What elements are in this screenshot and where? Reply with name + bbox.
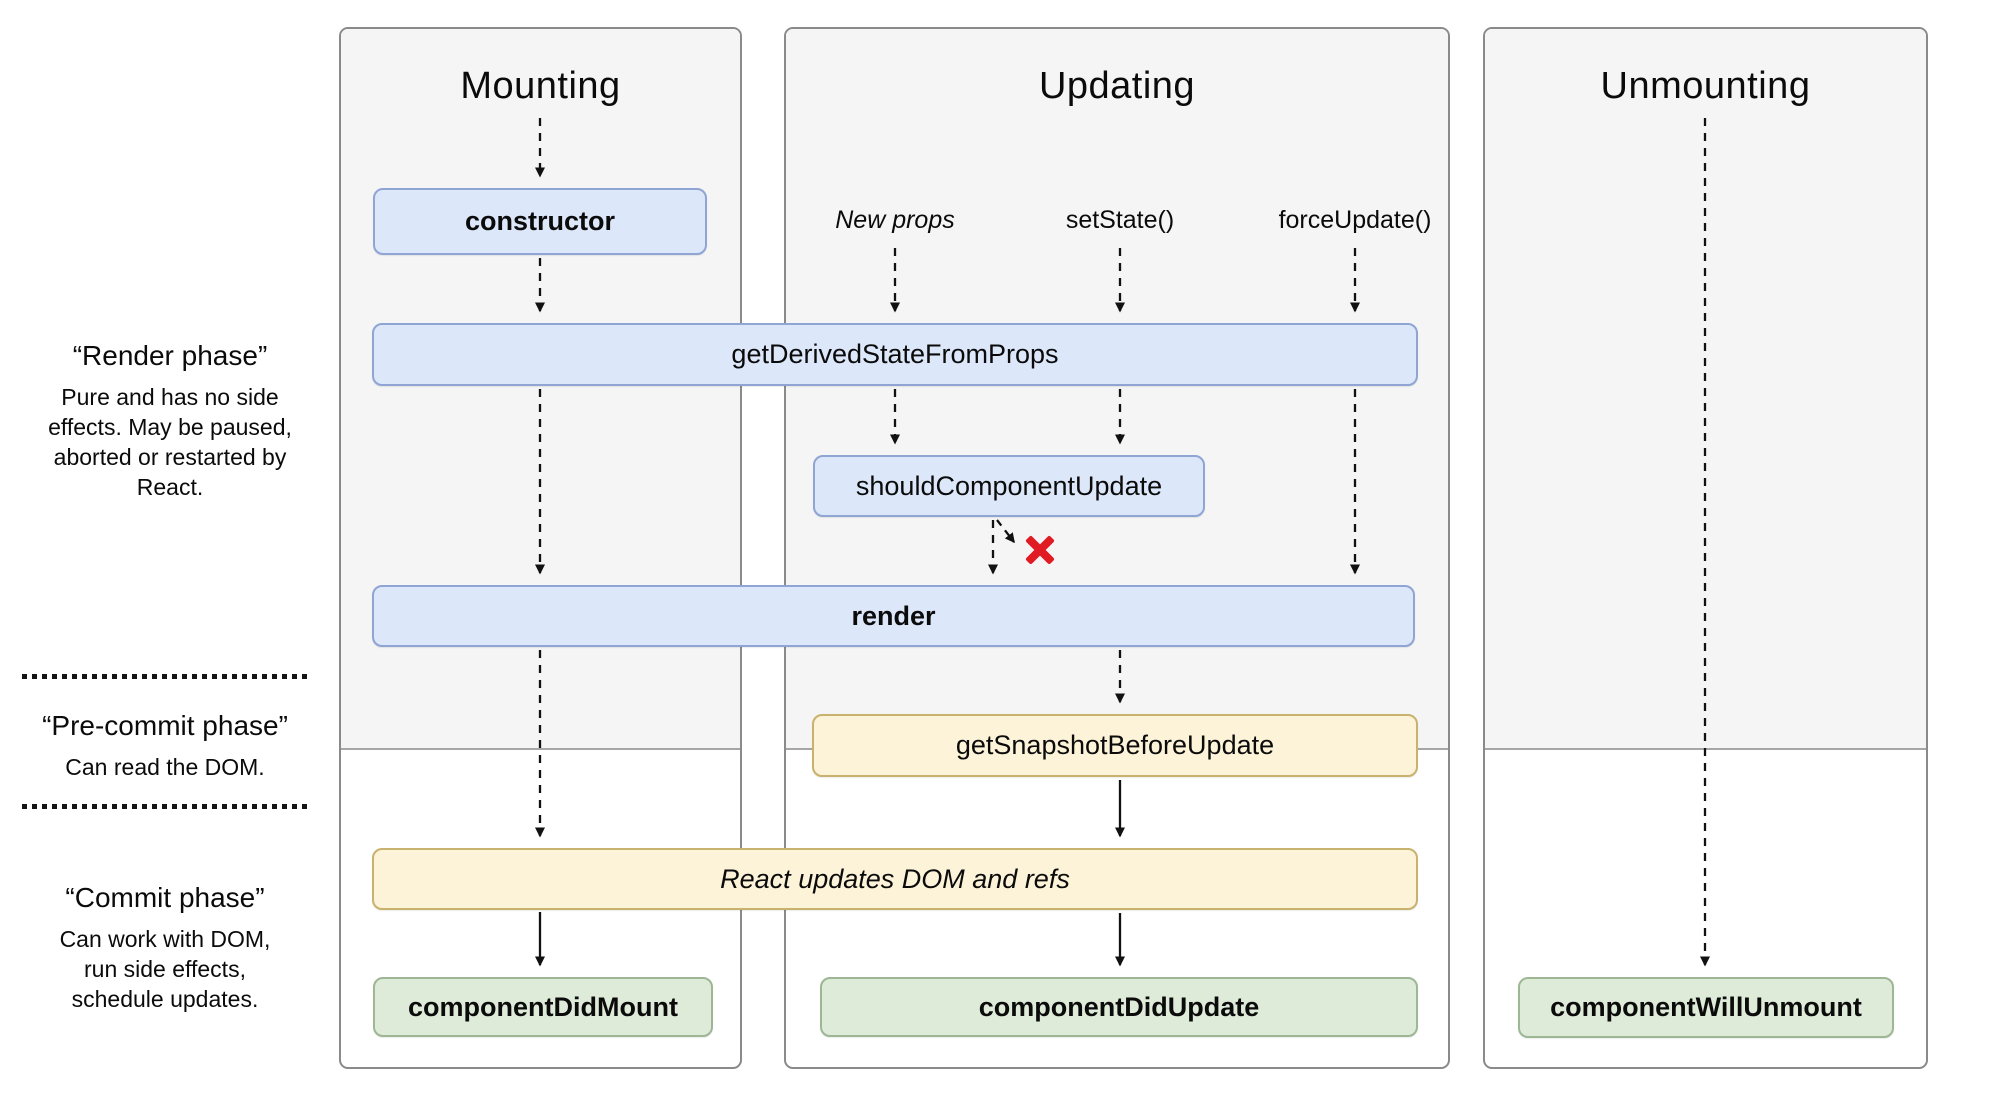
commit-phase-description: Can work with DOM, run side effects, sch… (59, 926, 271, 1012)
box-componentwillunmount: componentWillUnmount (1518, 977, 1894, 1038)
pre-commit-phase-description: Can read the DOM. (65, 754, 265, 780)
reject-x-icon (1025, 535, 1055, 565)
pre-commit-phase-label: “Pre-commit phase” Can read the DOM. (10, 710, 320, 782)
phase-separator-bottom (22, 804, 310, 809)
box-render: render (372, 585, 1415, 647)
render-phase-title: “Render phase” (72, 340, 268, 371)
column-title-unmounting: Unmounting (1600, 65, 1811, 107)
box-getsnapshotbeforeupdate: getSnapshotBeforeUpdate (812, 714, 1418, 777)
box-componentdidupdate: componentDidUpdate (820, 977, 1418, 1037)
pre-commit-phase-title: “Pre-commit phase” (42, 710, 288, 741)
column-title-mounting: Mounting (460, 65, 621, 107)
commit-phase-label: “Commit phase” Can work with DOM, run si… (10, 882, 320, 1014)
render-phase-description: Pure and has no side effects. May be pau… (48, 384, 292, 500)
render-phase-background (1485, 29, 1926, 750)
box-getderivedstatefromprops: getDerivedStateFromProps (372, 323, 1418, 386)
box-shouldcomponentupdate: shouldComponentUpdate (813, 455, 1205, 517)
trigger-new-props: New props (835, 206, 955, 234)
commit-phase-title: “Commit phase” (65, 882, 265, 913)
phase-separator-top (22, 674, 310, 679)
box-react-updates-dom: React updates DOM and refs (372, 848, 1418, 910)
trigger-forceupdate: forceUpdate() (1278, 206, 1432, 234)
render-phase-label: “Render phase” Pure and has no side effe… (25, 340, 315, 502)
trigger-setstate: setState() (1065, 206, 1175, 234)
column-unmounting: Unmounting (1483, 27, 1928, 1069)
box-componentdidmount: componentDidMount (373, 977, 713, 1037)
column-title-updating: Updating (1038, 65, 1196, 107)
column-mounting: Mounting (339, 27, 742, 1069)
column-updating: Updating (784, 27, 1450, 1069)
box-constructor: constructor (373, 188, 707, 255)
